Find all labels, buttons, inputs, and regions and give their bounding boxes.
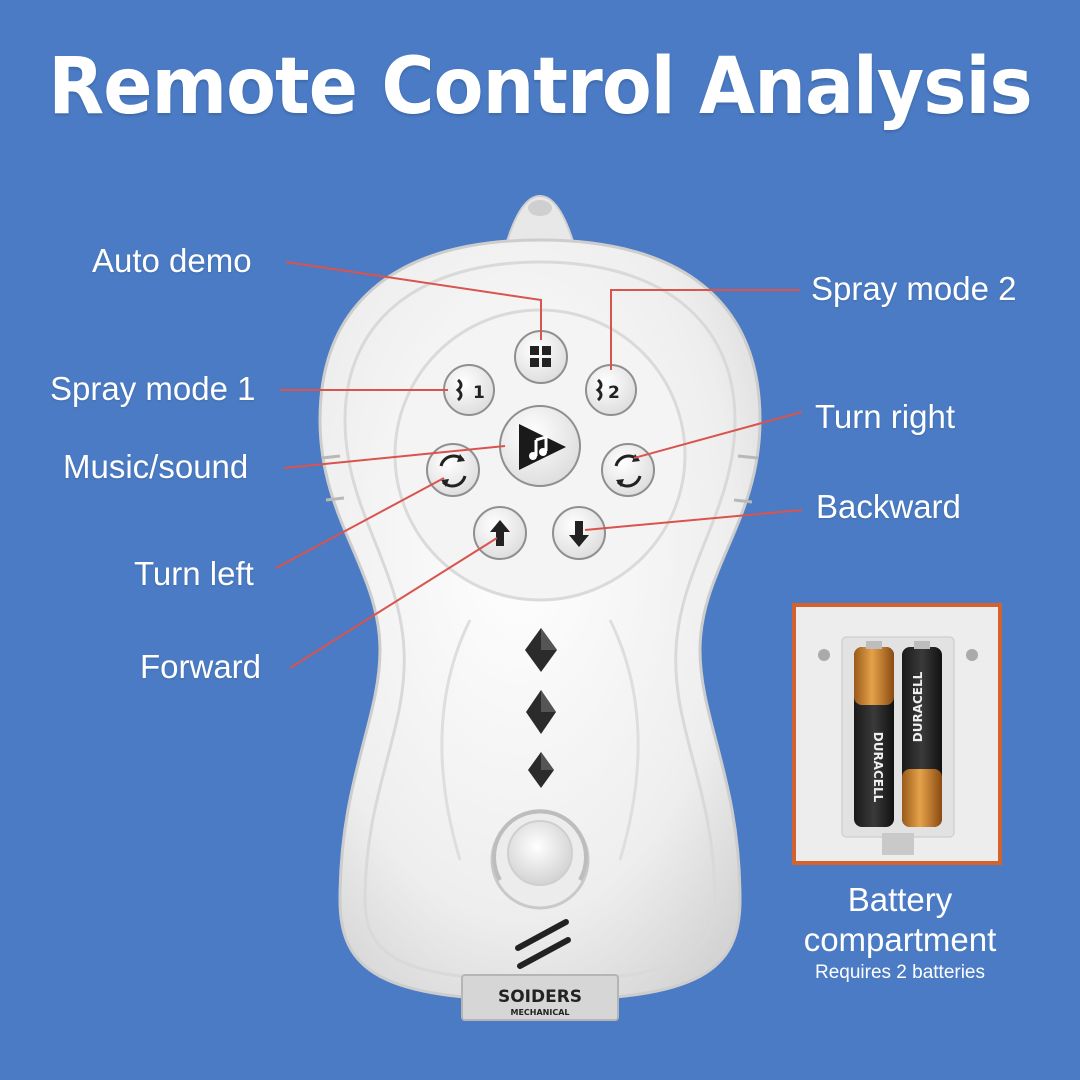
leader-spray-mode-2: [610, 289, 800, 370]
label-forward: Forward: [140, 648, 262, 685]
battery-caption: Battery compartment: [780, 880, 1020, 960]
label-backward: Backward: [816, 488, 961, 525]
backward-button[interactable]: [552, 506, 606, 560]
antenna: [503, 194, 577, 249]
leader-lines: [275, 261, 803, 669]
leader-music-sound: [283, 445, 506, 469]
label-turn-left: Turn left: [134, 555, 254, 592]
stripes-logo: [515, 919, 571, 969]
brand-subname: MECHANICAL: [510, 1008, 569, 1017]
diamond-indicators: [525, 628, 557, 788]
label-spray-mode-1: Spray mode 1: [50, 370, 256, 407]
arrow-down-icon: [569, 521, 589, 547]
battery-caption-line2: compartment: [803, 921, 997, 958]
label-turn-right: Turn right: [815, 398, 955, 435]
battery-requirement: Requires 2 batteries: [814, 962, 986, 983]
music-sound-button[interactable]: [499, 405, 581, 487]
spray-mode-1-button[interactable]: 1: [443, 364, 495, 416]
leader-auto-demo: [285, 261, 542, 340]
leader-backward: [584, 509, 803, 531]
label-auto-demo: Auto demo: [92, 242, 252, 279]
battery-2-brand: DURACELL: [911, 671, 925, 742]
battery-compartment-photo: DURACELL DURACELL: [792, 603, 1002, 865]
battery-caption-line1: Battery: [847, 881, 953, 918]
auto-demo-button[interactable]: [514, 330, 568, 384]
brand-name: SOIDERS: [498, 987, 582, 1007]
turn-right-button[interactable]: [601, 443, 655, 497]
spray-mode-2-button[interactable]: 2: [585, 364, 637, 416]
turn-left-button[interactable]: [426, 443, 480, 497]
battery-illustration: DURACELL DURACELL: [796, 607, 998, 861]
forward-button[interactable]: [473, 506, 527, 560]
label-spray-mode-2: Spray mode 2: [811, 270, 1017, 307]
page-title: Remote Control Analysis: [48, 42, 1032, 132]
arrow-up-icon: [490, 520, 510, 546]
spray-1-icon: 1: [473, 383, 485, 403]
brand-plate: [461, 974, 619, 1021]
battery-1-brand: DURACELL: [871, 732, 885, 803]
leader-turn-left: [275, 477, 445, 569]
joystick[interactable]: [490, 809, 590, 910]
spray-2-icon: 2: [608, 383, 620, 403]
leader-forward: [289, 537, 498, 669]
leader-turn-right: [633, 411, 803, 459]
label-music-sound: Music/sound: [63, 448, 249, 485]
